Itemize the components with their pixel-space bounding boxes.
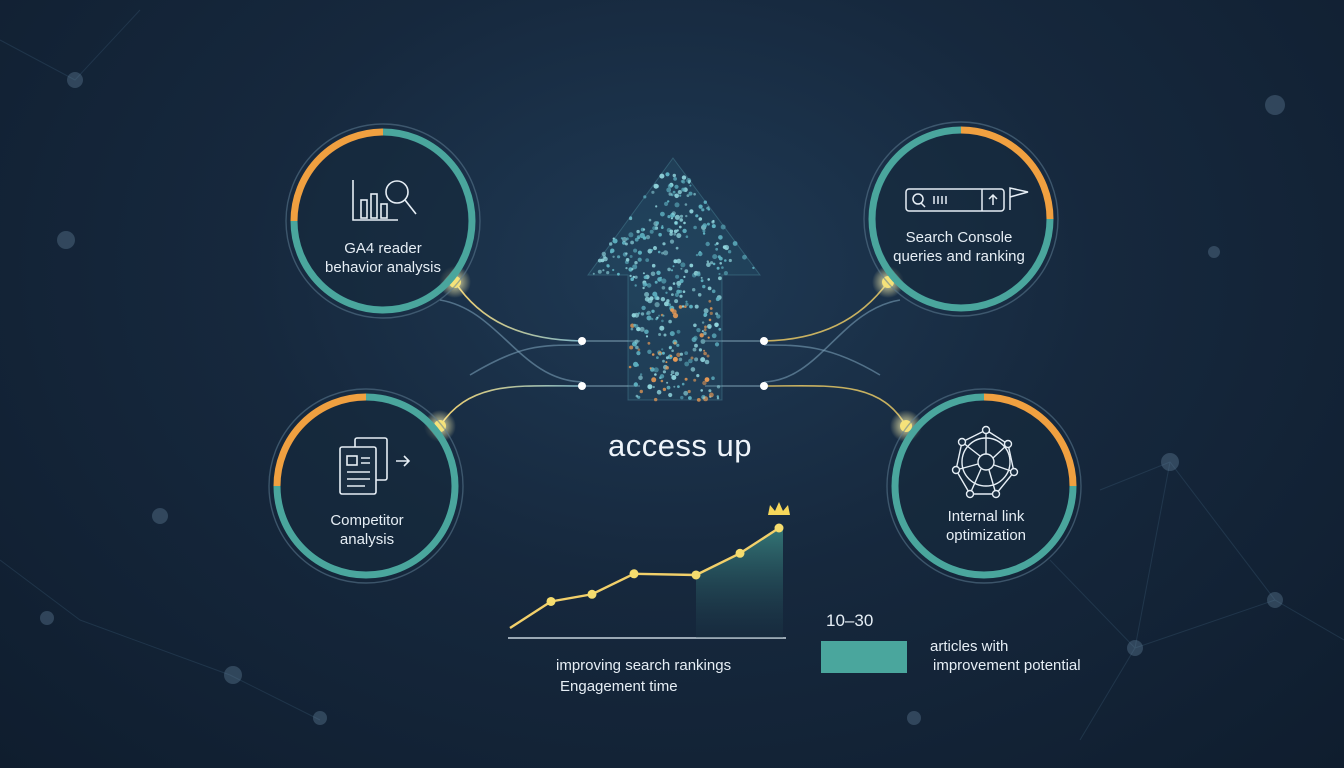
internal-link-node-label: Internal link optimization (903, 507, 1069, 545)
legend-swatch (821, 641, 907, 673)
center-title: access up (607, 428, 753, 463)
growth-arrow (587, 157, 761, 402)
trend-chart (508, 502, 790, 639)
search-console-ring (863, 121, 1059, 317)
ga4-line2: behavior analysis (325, 259, 441, 276)
ga4-node-label: GA4 reader behavior analysis (300, 239, 466, 277)
trend-area (696, 528, 783, 638)
trend-point (691, 570, 701, 580)
trend-point (546, 596, 556, 606)
search-console-line1: Search Console (905, 229, 1013, 246)
legend-articles-line2: improvement potential (933, 657, 1081, 674)
trend-point (587, 589, 597, 599)
search-console-node-label: Search Console queries and ranking (876, 228, 1042, 266)
ring-nodes (268, 121, 1082, 584)
ga4-ring (285, 123, 481, 319)
trend-label-rankings: improving search rankings (556, 657, 732, 674)
search-console-line2: queries and ranking (893, 248, 1025, 265)
trend-label-engagement: Engagement time (560, 678, 678, 695)
competitor-line2: analysis (339, 531, 395, 548)
ga4-line1: GA4 reader (344, 240, 422, 257)
legend-range: 10–30 (826, 611, 874, 630)
background-network (0, 9, 1344, 741)
background-dots (40, 72, 1285, 725)
search-bar-flag-icon (905, 187, 1029, 212)
bar-chart-magnifier-icon (352, 180, 417, 221)
network-graph-icon (951, 425, 1019, 499)
trend-point (629, 569, 639, 579)
crown-icon (768, 502, 790, 515)
internal-link-line2: optimization (945, 527, 1027, 544)
competitor-line1: Competitor (330, 512, 404, 529)
trend-point (735, 548, 745, 558)
legend-articles-label: articles with improvement potential (930, 637, 1081, 675)
competitor-node-label: Competitor analysis (284, 511, 450, 549)
internal-link-line1: Internal link (947, 508, 1025, 525)
trend-point (774, 523, 784, 533)
documents-arrow-icon (339, 437, 411, 495)
connector-wires (439, 281, 907, 427)
legend-articles-line1: articles with (930, 638, 1009, 655)
